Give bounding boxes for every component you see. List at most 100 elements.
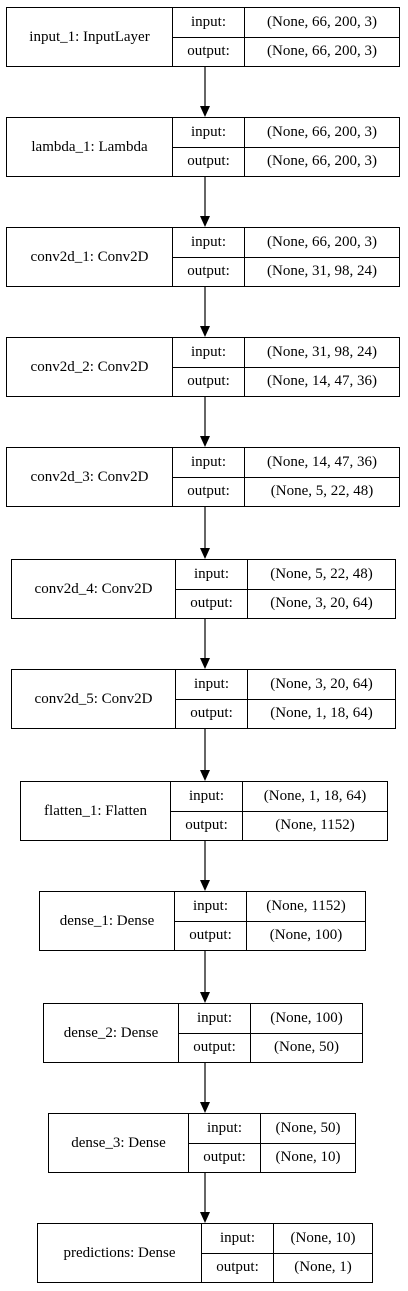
port-shapes: (None, 5, 22, 48) (None, 3, 20, 64): [248, 560, 395, 618]
output-shape: (None, 31, 98, 24): [267, 263, 377, 280]
output-label: output:: [189, 927, 232, 944]
input-shape: (None, 66, 200, 3): [245, 118, 399, 148]
input-shape: (None, 31, 98, 24): [245, 338, 399, 368]
arrow-head: [200, 1102, 210, 1113]
port-labels: input: output:: [179, 1004, 251, 1062]
arrow-head: [200, 658, 210, 669]
input-label: input:: [176, 670, 247, 700]
port-shapes: (None, 50) (None, 10): [261, 1114, 355, 1172]
layer-name: dense_3: Dense: [49, 1114, 189, 1172]
arrow-head: [200, 880, 210, 891]
output-label: output:: [187, 483, 230, 500]
input-label: input:: [173, 8, 244, 38]
arrow-head: [200, 1212, 210, 1223]
port-shapes: (None, 1152) (None, 100): [247, 892, 365, 950]
output-label: output:: [187, 373, 230, 390]
output-label: output:: [187, 43, 230, 60]
input-label: input:: [173, 228, 244, 258]
layer-name: conv2d_1: Conv2D: [7, 228, 173, 286]
layer-name: input_1: InputLayer: [7, 8, 173, 66]
input-shape: (None, 3, 20, 64): [248, 670, 395, 700]
input-label: input:: [189, 1114, 260, 1144]
output-shape: (None, 66, 200, 3): [267, 153, 377, 170]
input-shape: (None, 1152): [247, 892, 365, 922]
input-shape: (None, 50): [261, 1114, 355, 1144]
port-labels: input: output:: [202, 1224, 274, 1282]
port-shapes: (None, 31, 98, 24)(None, 14, 47, 36): [245, 338, 399, 396]
output-label: output:: [187, 153, 230, 170]
output-label: output:: [185, 817, 228, 834]
layer-name: conv2d_2: Conv2D: [7, 338, 173, 396]
output-shape: (None, 3, 20, 64): [270, 595, 373, 612]
input-shape: (None, 66, 200, 3): [245, 228, 399, 258]
output-shape: (None, 1): [294, 1259, 352, 1276]
input-label: input:: [175, 892, 246, 922]
arrow-head: [200, 216, 210, 227]
port-shapes: (None, 3, 20, 64) (None, 1, 18, 64): [248, 670, 395, 728]
port-labels: input: output:: [176, 670, 248, 728]
input-shape: (None, 1, 18, 64): [243, 782, 387, 812]
output-label: output:: [193, 1039, 236, 1056]
input-label: input:: [173, 118, 244, 148]
arrow-head: [200, 548, 210, 559]
layer-name: conv2d_3: Conv2D: [7, 448, 173, 506]
layer-name: flatten_1: Flatten: [21, 782, 171, 840]
port-labels: input: output:: [173, 448, 245, 506]
port-labels: input: output:: [173, 118, 245, 176]
output-shape: (None, 10): [275, 1149, 341, 1166]
input-shape: (None, 14, 47, 36): [245, 448, 399, 478]
input-label: input:: [202, 1224, 273, 1254]
port-labels: input: output:: [189, 1114, 261, 1172]
layer-name: dense_2: Dense: [44, 1004, 179, 1062]
output-label: output:: [216, 1259, 259, 1276]
port-shapes: (None, 1, 18, 64) (None, 1152): [243, 782, 387, 840]
output-shape: (None, 50): [274, 1039, 339, 1056]
port-shapes: (None, 66, 200, 3) (None, 31, 98, 24): [245, 228, 399, 286]
input-label: input:: [171, 782, 242, 812]
output-shape: (None, 66, 200, 3): [267, 43, 377, 60]
arrow-head: [200, 326, 210, 337]
output-shape: (None, 100): [269, 927, 343, 944]
port-labels: input:output:: [173, 338, 245, 396]
port-labels: input:output:: [173, 228, 245, 286]
input-shape: (None, 5, 22, 48): [248, 560, 395, 590]
output-label: output:: [203, 1149, 246, 1166]
input-shape: (None, 10): [274, 1224, 372, 1254]
port-shapes: (None, 10) (None, 1): [274, 1224, 372, 1282]
layer-name: dense_1: Dense: [40, 892, 175, 950]
layer-name: conv2d_5: Conv2D: [12, 670, 176, 728]
output-shape: (None, 1, 18, 64): [270, 705, 373, 722]
arrow-head: [200, 770, 210, 781]
port-labels: input: output:: [173, 8, 245, 66]
input-label: input:: [173, 448, 244, 478]
arrow-head: [200, 436, 210, 447]
input-label: input:: [179, 1004, 250, 1034]
arrow-head: [200, 106, 210, 117]
output-label: output:: [190, 595, 233, 612]
arrow-head: [200, 992, 210, 1003]
layer-name: conv2d_4: Conv2D: [12, 560, 176, 618]
layer-name: predictions: Dense: [38, 1224, 202, 1282]
port-shapes: (None, 66, 200, 3) (None, 66, 200, 3): [245, 118, 399, 176]
output-shape: (None, 1152): [275, 817, 355, 834]
input-label: input:: [176, 560, 247, 590]
output-shape: (None, 5, 22, 48): [270, 483, 374, 500]
port-shapes: (None, 14, 47, 36) (None, 5, 22, 48): [245, 448, 399, 506]
port-labels: input: output:: [171, 782, 243, 840]
output-label: output:: [190, 705, 233, 722]
input-shape: (None, 100): [251, 1004, 362, 1034]
